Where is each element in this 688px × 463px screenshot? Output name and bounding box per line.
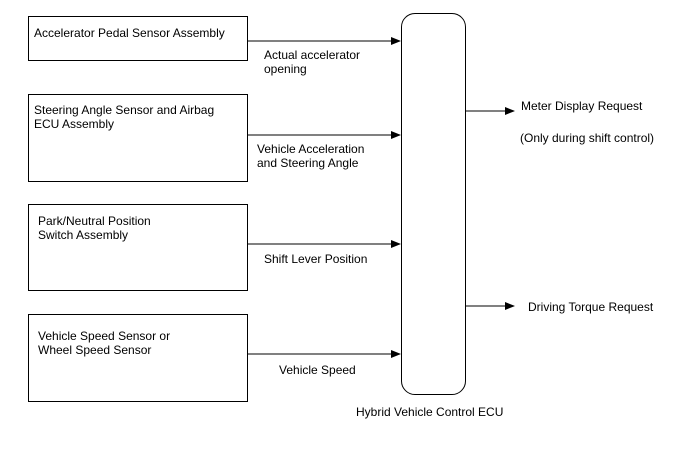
input-box-label: Vehicle Speed Sensor or Wheel Speed Sens… [38, 329, 171, 357]
input-box-label: Steering Angle Sensor and Airbag ECU Ass… [34, 103, 215, 131]
output-label-driving-torque: Driving Torque Request [528, 300, 654, 314]
input-box-park-neutral-switch: Park/Neutral Position Switch Assembly [28, 204, 248, 291]
signal-label-shift: Shift Lever Position [264, 252, 368, 266]
input-box-label: Accelerator Pedal Sensor Assembly [34, 26, 225, 40]
signal-label-accelerator: Actual accelerator opening [264, 48, 361, 76]
ecu-block [401, 13, 466, 395]
output-note-shift-control: (Only during shift control) [520, 131, 655, 145]
input-box-steering-angle-sensor: Steering Angle Sensor and Airbag ECU Ass… [28, 94, 248, 182]
ecu-label: Hybrid Vehicle Control ECU [356, 405, 504, 419]
output-label-meter-display: Meter Display Request [521, 99, 643, 113]
input-box-accelerator-pedal-sensor: Accelerator Pedal Sensor Assembly [28, 16, 248, 61]
signal-label-steering: Vehicle Acceleration and Steering Angle [257, 142, 365, 170]
input-box-label: Park/Neutral Position Switch Assembly [38, 214, 151, 242]
signal-label-speed: Vehicle Speed [279, 363, 356, 377]
input-box-vehicle-speed-sensor: Vehicle Speed Sensor or Wheel Speed Sens… [28, 314, 248, 402]
